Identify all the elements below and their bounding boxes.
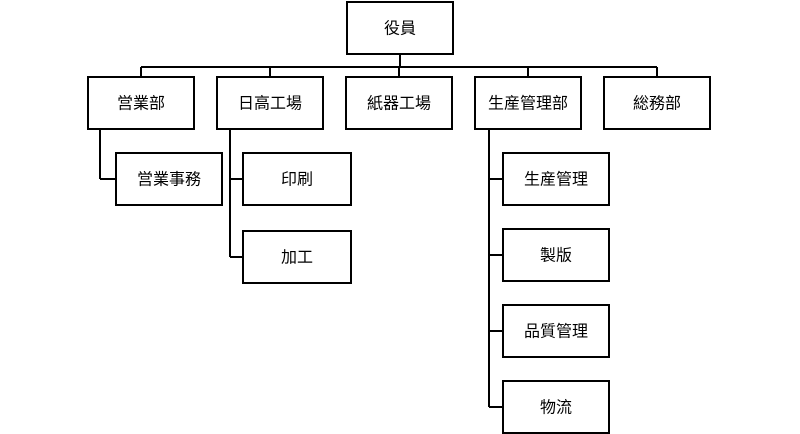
section-node-frame [502, 380, 610, 434]
department-node-label: 紙器工場 [367, 94, 431, 113]
department-node-frame [216, 76, 324, 130]
section-node-frame [242, 152, 352, 206]
department-node-frame [474, 76, 582, 130]
section-node-label: 生産管理 [524, 170, 588, 189]
section-node: 印刷 [242, 152, 352, 206]
section-node: 生産管理 [502, 152, 610, 206]
root-node-frame [346, 1, 454, 55]
section-node-frame [115, 152, 223, 206]
section-node-frame [502, 228, 610, 282]
connector-lines [99, 54, 658, 408]
section-node-label: 品質管理 [524, 322, 588, 341]
department-node-frame [603, 76, 711, 130]
department-node-label: 生産管理部 [488, 94, 568, 113]
department-node-label: 日高工場 [238, 94, 302, 113]
department-node: 生産管理部 [474, 76, 582, 130]
section-node: 営業事務 [115, 152, 223, 206]
section-node: 加工 [242, 230, 352, 284]
department-node: 総務部 [603, 76, 711, 130]
section-node-label: 印刷 [281, 170, 313, 189]
section-node-frame [502, 304, 610, 358]
section-node-label: 営業事務 [137, 170, 201, 189]
department-node-frame [345, 76, 453, 130]
root-node-label: 役員 [384, 19, 416, 38]
department-node-frame [87, 76, 195, 130]
department-node: 紙器工場 [345, 76, 453, 130]
section-node-label: 加工 [281, 248, 313, 267]
department-node-label: 営業部 [117, 94, 165, 113]
section-node-frame [502, 152, 610, 206]
section-node-label: 物流 [540, 398, 572, 417]
department-node: 営業部 [87, 76, 195, 130]
section-node-label: 製版 [540, 246, 572, 265]
department-node: 日高工場 [216, 76, 324, 130]
root-node: 役員 [346, 1, 454, 55]
section-node-frame [242, 230, 352, 284]
department-node-label: 総務部 [633, 94, 681, 113]
section-node: 物流 [502, 380, 610, 434]
section-node: 品質管理 [502, 304, 610, 358]
section-node: 製版 [502, 228, 610, 282]
